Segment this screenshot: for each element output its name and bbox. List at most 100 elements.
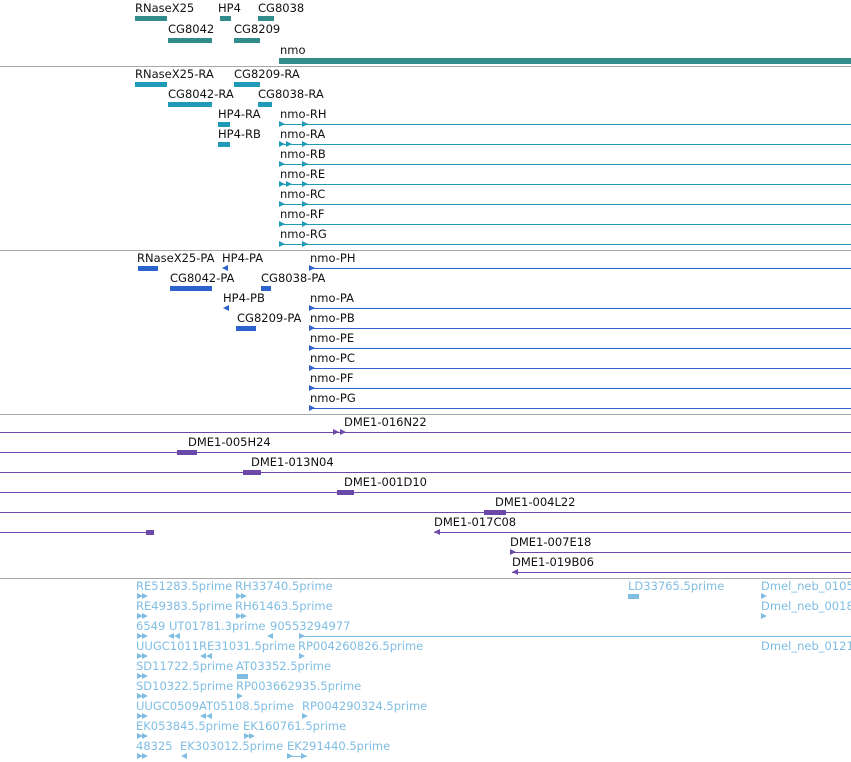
est-label[interactable]: Dmel_neb_0105 (761, 579, 851, 593)
est-line[interactable] (287, 756, 307, 757)
protein-arrow[interactable] (222, 265, 228, 271)
transcript-feature[interactable] (218, 122, 230, 127)
protein-label[interactable]: HP4-PA (222, 251, 264, 265)
clone-label[interactable]: DME1-005H24 (188, 435, 271, 449)
transcript-label[interactable]: nmo-RG (280, 227, 327, 241)
protein-line[interactable] (309, 328, 851, 329)
est-label[interactable]: SD10322.5prime (136, 679, 234, 693)
transcript-line[interactable] (279, 224, 851, 225)
protein-arrow[interactable] (223, 305, 229, 311)
transcript-line[interactable] (279, 164, 851, 165)
transcript-line[interactable] (279, 144, 851, 145)
protein-label[interactable]: RNaseX25-PA (137, 251, 215, 265)
transcript-label[interactable]: nmo-RA (280, 127, 326, 141)
protein-label[interactable]: nmo-PF (310, 371, 354, 385)
transcript-label[interactable]: HP4-RA (218, 107, 261, 121)
est-label[interactable]: RP004260826.5prime (298, 639, 424, 653)
clone-line[interactable] (434, 532, 851, 533)
est-label[interactable]: UT01781.3prime (169, 619, 266, 633)
clone-line[interactable] (0, 432, 851, 433)
protein-label[interactable]: nmo-PH (310, 251, 356, 265)
gene-label[interactable]: RNaseX25 (135, 1, 195, 15)
transcript-feature[interactable] (218, 142, 230, 147)
est-label[interactable]: UUGC1011 (136, 639, 200, 653)
transcript-feature[interactable] (258, 102, 272, 107)
protein-line[interactable] (309, 348, 851, 349)
protein-label[interactable]: nmo-PC (310, 351, 355, 365)
est-label[interactable]: RH61463.5prime (235, 599, 333, 613)
clone-line[interactable] (510, 552, 851, 553)
est-label[interactable]: EK160761.5prime (243, 719, 347, 733)
clone-label[interactable]: DME1-007E18 (510, 535, 592, 549)
gene-feature[interactable] (258, 16, 274, 21)
transcript-line[interactable] (279, 244, 851, 245)
clone-label[interactable]: DME1-001D10 (344, 475, 427, 489)
est-label[interactable]: RE51283.5prime (136, 579, 233, 593)
gene-label[interactable]: CG8038 (258, 1, 305, 15)
protein-feature[interactable] (170, 286, 212, 291)
transcript-label[interactable]: HP4-RB (218, 127, 261, 141)
gene-label[interactable]: CG8042 (168, 22, 215, 36)
protein-label[interactable]: nmo-PB (310, 311, 355, 325)
protein-label[interactable]: nmo-PE (310, 331, 355, 345)
clone-label[interactable]: DME1-016N22 (344, 415, 427, 429)
gene-feature[interactable] (220, 16, 231, 21)
gene-feature[interactable] (279, 58, 851, 64)
protein-label[interactable]: nmo-PA (310, 291, 354, 305)
clone-line[interactable] (512, 572, 851, 573)
est-label[interactable]: EK303012.5prime (180, 739, 284, 753)
gene-label[interactable]: HP4 (218, 1, 241, 15)
transcript-line[interactable] (279, 124, 851, 125)
clone-label[interactable]: DME1-019B06 (512, 555, 594, 569)
transcript-label[interactable]: nmo-RB (280, 147, 326, 161)
est-label[interactable]: EK053845.5prime (136, 719, 240, 733)
est-label[interactable]: Dmel_neb_0018 (761, 599, 851, 613)
est-label[interactable]: RH33740.5prime (235, 579, 333, 593)
transcript-label[interactable]: RNaseX25-RA (135, 67, 214, 81)
gene-label[interactable]: nmo (280, 43, 306, 57)
transcript-line[interactable] (279, 184, 851, 185)
transcript-feature[interactable] (135, 82, 167, 87)
protein-label[interactable]: CG8042-PA (170, 271, 235, 285)
transcript-feature[interactable] (168, 102, 212, 107)
est-label[interactable]: RE49383.5prime (136, 599, 233, 613)
transcript-label[interactable]: nmo-RC (280, 187, 326, 201)
transcript-label[interactable]: nmo-RH (280, 107, 327, 121)
est-label[interactable]: LD33765.5prime (628, 579, 725, 593)
protein-feature[interactable] (261, 286, 271, 291)
protein-label[interactable]: CG8038-PA (261, 271, 326, 285)
protein-label[interactable]: CG8209-PA (237, 311, 302, 325)
est-label[interactable]: Dmel_neb_0121 (761, 639, 851, 653)
gene-feature[interactable] (135, 16, 167, 21)
clone-line[interactable] (0, 452, 851, 453)
transcript-feature[interactable] (234, 82, 260, 87)
est-label[interactable]: RP004290324.5prime (302, 699, 428, 713)
transcript-label[interactable]: CG8038-RA (258, 87, 324, 101)
protein-line[interactable] (309, 408, 851, 409)
transcript-label[interactable]: CG8209-RA (234, 67, 300, 81)
est-feature[interactable] (237, 674, 248, 679)
est-label[interactable]: UUGC0509 (136, 699, 200, 713)
transcript-label[interactable]: CG8042-RA (168, 87, 234, 101)
est-label[interactable]: 90553294977 (270, 619, 351, 633)
clone-label[interactable]: DME1-004L22 (495, 495, 576, 509)
est-label[interactable]: SD11722.5prime (136, 659, 234, 673)
est-line[interactable] (299, 636, 851, 637)
protein-line[interactable] (309, 368, 851, 369)
est-label[interactable]: AT03352.5prime (236, 659, 332, 673)
transcript-label[interactable]: nmo-RF (280, 207, 325, 221)
est-label[interactable]: 48325 (136, 739, 173, 753)
clone-line[interactable] (0, 532, 150, 533)
est-label[interactable]: 6549 (136, 619, 166, 633)
transcript-label[interactable]: nmo-RE (280, 167, 326, 181)
protein-line[interactable] (309, 388, 851, 389)
protein-label[interactable]: nmo-PG (310, 391, 356, 405)
est-feature[interactable] (628, 594, 639, 599)
clone-line[interactable] (0, 472, 851, 473)
protein-feature[interactable] (236, 326, 256, 331)
est-label[interactable]: EK291440.5prime (287, 739, 391, 753)
clone-label[interactable]: DME1-013N04 (251, 455, 334, 469)
gene-label[interactable]: CG8209 (234, 22, 281, 36)
gene-feature[interactable] (234, 38, 260, 43)
clone-line[interactable] (0, 492, 851, 493)
